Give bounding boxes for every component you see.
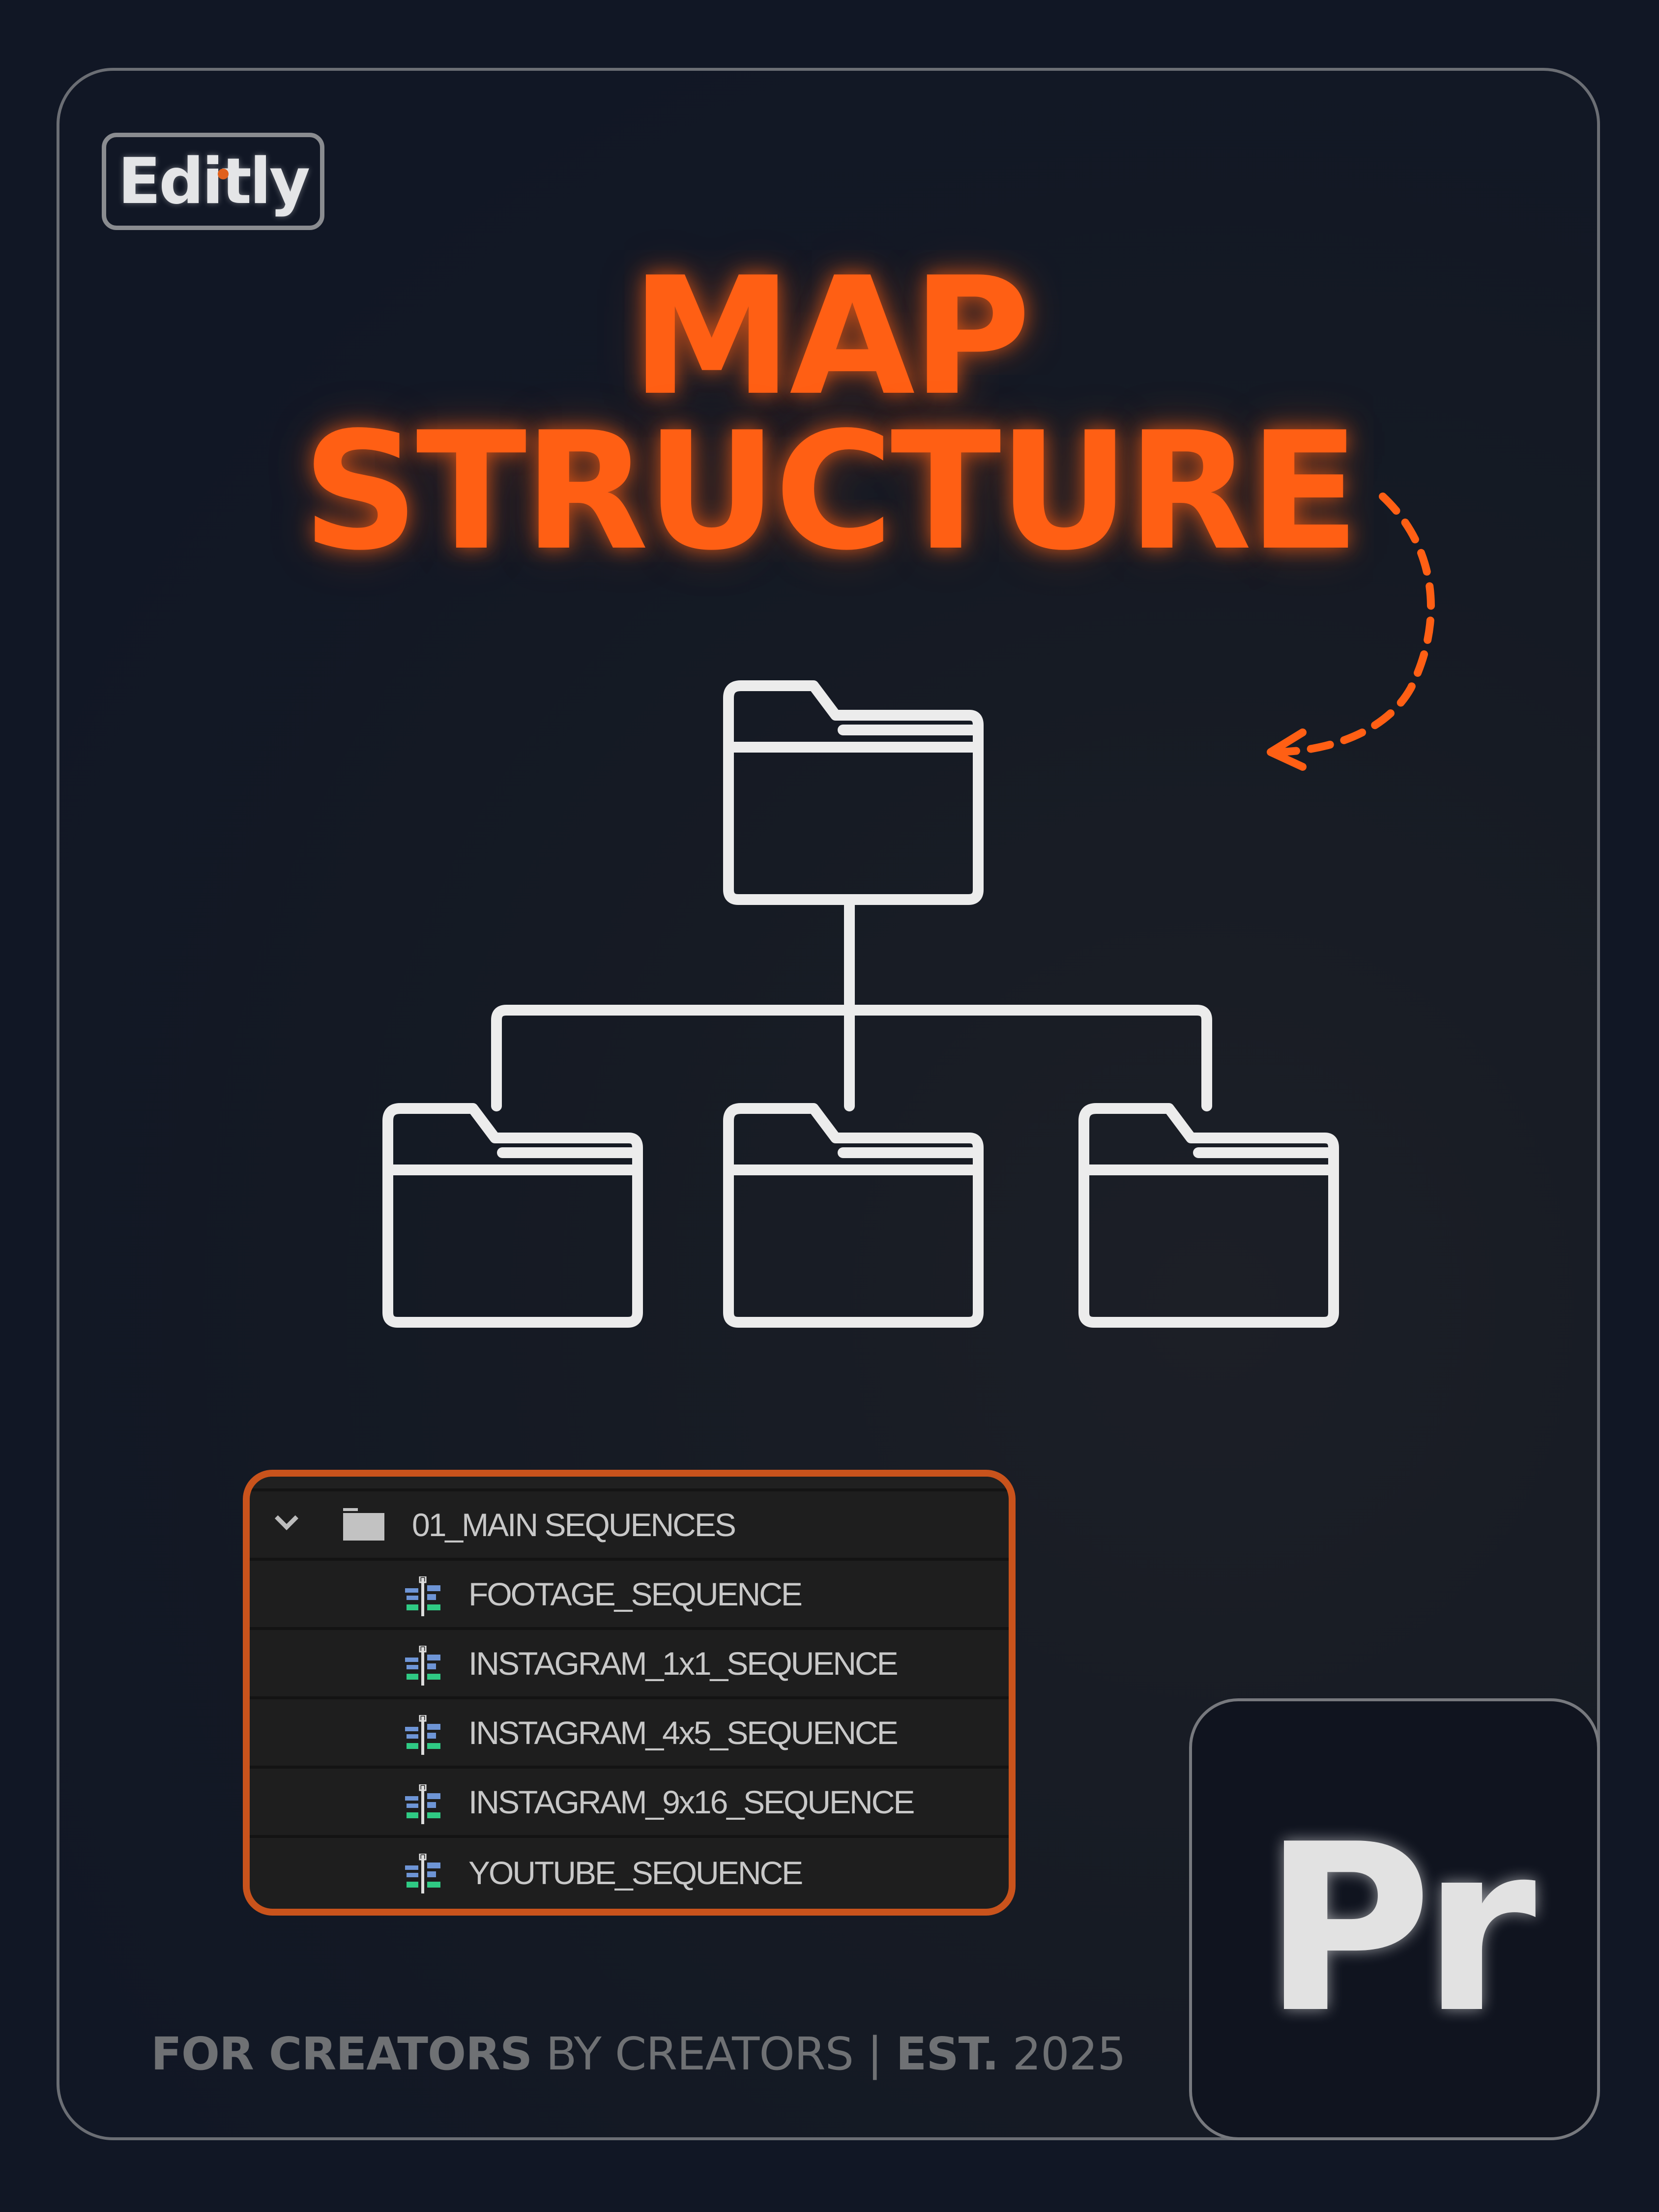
sequence-label: FOOTAGE_SEQUENCE [468,1575,803,1612]
folder-row[interactable]: 01_MAIN SEQUENCES [250,1491,1009,1561]
logo-dot [218,169,229,179]
folder-icon-middle [723,1103,984,1328]
sequence-icon [402,1853,443,1895]
chevron-down-icon[interactable] [274,1506,299,1531]
logo-text: Editly [117,145,310,218]
folder-icon-right [1078,1103,1339,1328]
sequence-label: INSTAGRAM_1x1_SEQUENCE [468,1645,899,1682]
footer-part-1: FOR CREATORS [151,2028,532,2080]
folder-label: 01_MAIN SEQUENCES [412,1506,736,1543]
sequence-label: INSTAGRAM_9x16_SEQUENCE [468,1783,915,1820]
title-line-2: STRUCTURE [302,397,1360,586]
sequence-row[interactable]: FOOTAGE_SEQUENCE [250,1561,1009,1630]
project-panel: 01_MAIN SEQUENCES FOOTAGE_SEQUENCE INSTAG… [243,1470,1016,1916]
footer-part-3: EST. [896,2028,999,2080]
sequence-row[interactable]: YOUTUBE_SEQUENCE [250,1838,1009,1907]
premiere-pro-badge: Pr [1189,1698,1600,2140]
sequence-label: YOUTUBE_SEQUENCE [468,1854,803,1891]
sequence-row[interactable]: INSTAGRAM_1x1_SEQUENCE [250,1630,1009,1699]
sequence-label: INSTAGRAM_4x5_SEQUENCE [468,1714,899,1751]
editly-logo: Editly [102,133,324,230]
sequence-row[interactable]: INSTAGRAM_9x16_SEQUENCE [250,1769,1009,1838]
panel-header-strip [250,1477,1009,1491]
footer-part-2: BY CREATORS | [532,2028,896,2080]
folder-icon-root [723,680,984,905]
footer-tagline: FOR CREATORS BY CREATORS | EST. 2025 [151,2028,1126,2080]
sequence-icon [402,1783,443,1826]
sequence-icon [402,1575,443,1618]
footer-part-4: 2025 [998,2028,1126,2080]
title-line-1: MAP [631,242,1031,431]
sequence-icon [402,1714,443,1756]
sequence-row[interactable]: INSTAGRAM_4x5_SEQUENCE [250,1699,1009,1769]
sequence-icon [402,1645,443,1687]
folder-icon [343,1508,384,1541]
folder-icon-left [382,1103,643,1328]
dashed-arrow-icon [1269,493,1435,756]
premiere-pro-logo-text: Pr [1262,1795,1536,2064]
